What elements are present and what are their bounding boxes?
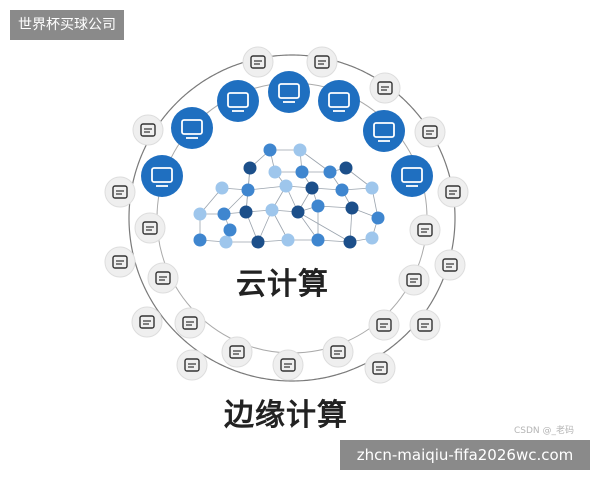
network-node xyxy=(193,233,207,247)
crane-icon xyxy=(221,336,253,368)
top-tag: 世界杯买球公司 xyxy=(10,10,124,40)
network-node xyxy=(223,223,237,237)
heart-rate-icon xyxy=(306,46,338,78)
factory-icon xyxy=(322,336,354,368)
network-node xyxy=(305,181,319,195)
network-node xyxy=(295,165,309,179)
network-node xyxy=(311,233,325,247)
forklift-icon xyxy=(134,212,166,244)
tablet-icon xyxy=(217,80,259,122)
bus-icon xyxy=(434,249,466,281)
traffic-light-icon xyxy=(409,214,441,246)
network-node xyxy=(193,207,207,221)
network-node xyxy=(291,205,305,219)
network-node xyxy=(323,165,337,179)
router-icon xyxy=(363,110,405,152)
network-node xyxy=(243,161,257,175)
tools-icon xyxy=(369,72,401,104)
network-node xyxy=(219,235,233,249)
gauge-icon xyxy=(398,264,430,296)
network-node xyxy=(343,235,357,249)
car-icon xyxy=(391,155,433,197)
network-node xyxy=(365,231,379,245)
watermark: CSDN @_老码 xyxy=(514,426,575,436)
network-node xyxy=(279,179,293,193)
drone-icon xyxy=(414,116,446,148)
gear-wrench-icon xyxy=(147,262,179,294)
network-node xyxy=(263,143,277,157)
vr-headset-icon xyxy=(141,155,183,197)
edge-computing-label: 边缘计算 xyxy=(224,398,348,433)
network-node xyxy=(371,211,385,225)
network-node xyxy=(281,233,295,247)
outer-ring xyxy=(128,54,456,382)
network-node xyxy=(217,207,231,221)
network-node xyxy=(339,161,353,175)
network-node xyxy=(365,181,379,195)
network-node xyxy=(265,203,279,217)
cloud-network xyxy=(193,143,385,249)
key-icon xyxy=(242,46,274,78)
network-node xyxy=(251,235,265,249)
network-node xyxy=(268,165,282,179)
network-node xyxy=(345,201,359,215)
desktop-icon xyxy=(171,107,213,149)
person-icon xyxy=(272,349,304,381)
cart-icon xyxy=(174,307,206,339)
wheat-icon xyxy=(131,306,163,338)
network-node xyxy=(335,183,349,197)
network-node xyxy=(241,183,255,197)
chip-icon xyxy=(437,176,469,208)
network-link xyxy=(297,211,351,243)
house-icon xyxy=(409,309,441,341)
network-node xyxy=(311,199,325,213)
radio-icon xyxy=(104,176,136,208)
lock-icon xyxy=(368,309,400,341)
laptop-icon xyxy=(268,71,310,113)
gamepad-icon xyxy=(364,352,396,384)
network-node xyxy=(215,181,229,195)
airplane-icon xyxy=(104,246,136,278)
network-node xyxy=(293,143,307,157)
phone-icon xyxy=(318,80,360,122)
cloud-computing-label: 云计算 xyxy=(236,267,329,302)
location-pin-icon xyxy=(176,349,208,381)
thermometer-icon xyxy=(132,114,164,146)
bottom-tag: zhcn-maiqiu-fifa2026wc.com xyxy=(340,440,590,470)
network-node xyxy=(239,205,253,219)
